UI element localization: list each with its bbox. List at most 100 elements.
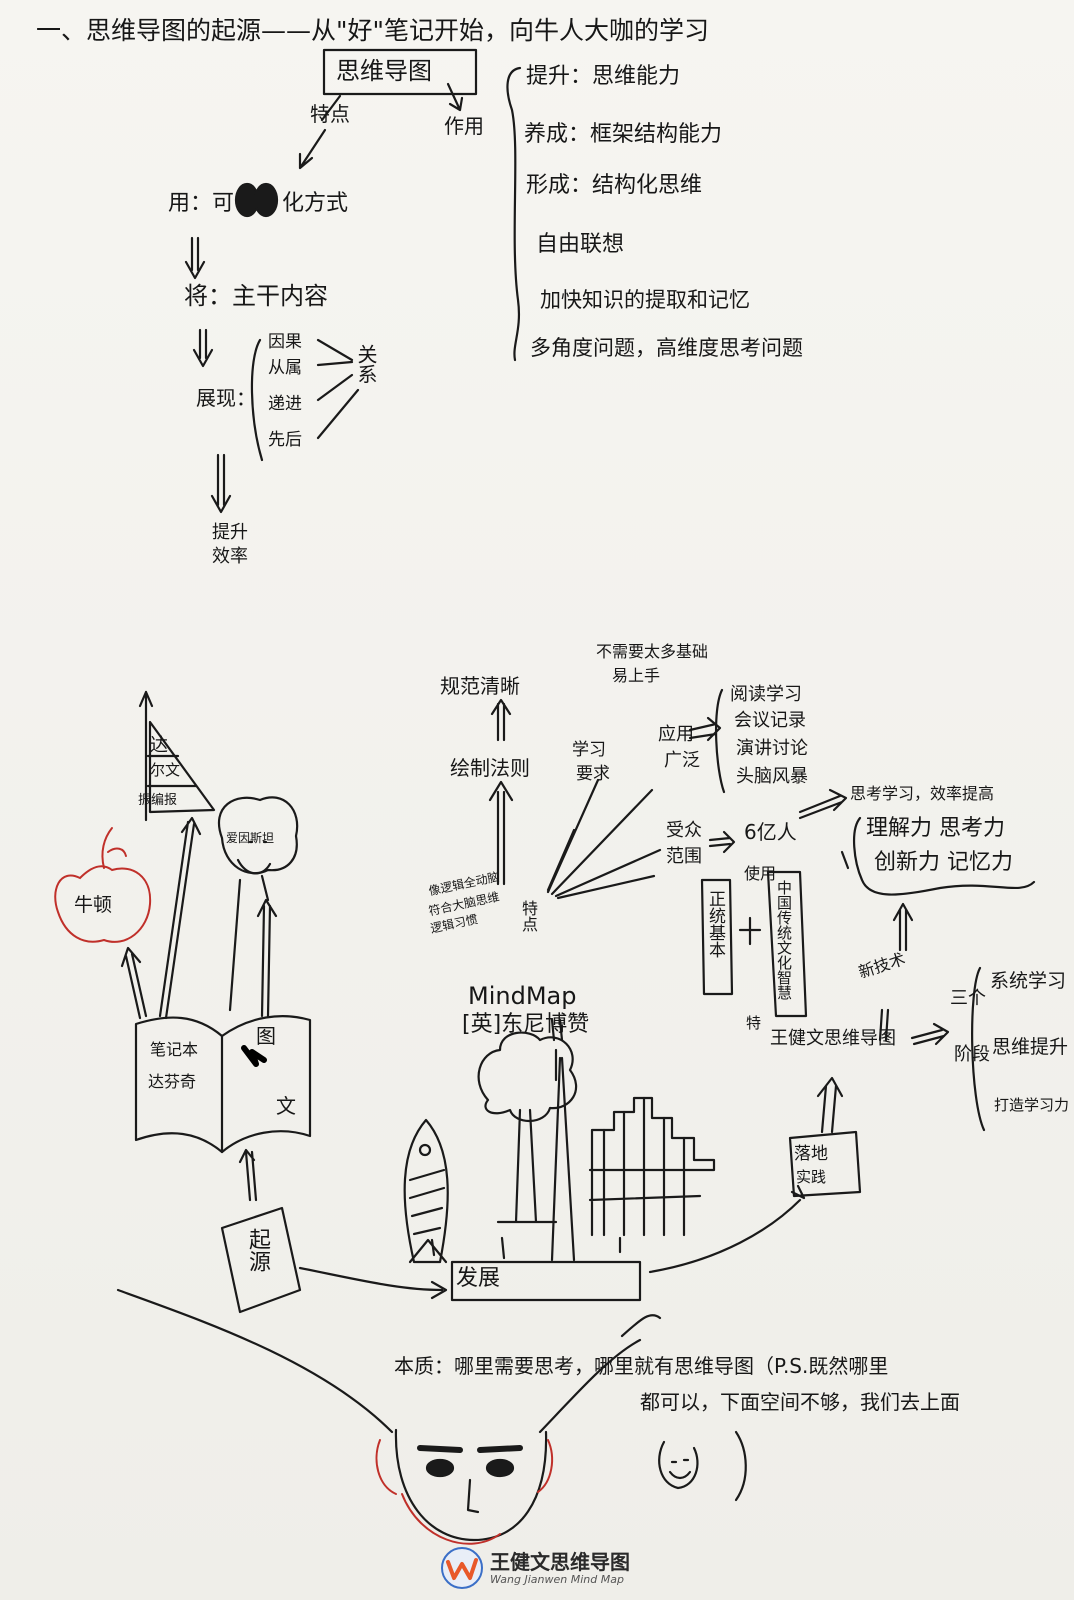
pyramid-text: 振编报 [138,793,178,808]
learning-text: 学习 [572,740,606,760]
down-arrow-2 [192,328,214,368]
building-icon [588,1096,716,1237]
apply-item: 阅读学习 [730,684,802,705]
visualize-text: 化方式 [282,191,349,216]
feature-arrows [546,778,662,900]
down-arrow-3 [210,453,232,514]
people-count: 6亿人 [744,820,797,844]
face-ear-left [375,1439,397,1495]
landing-text: 落地 [794,1144,828,1164]
chinese-culture: 中国传统文化智慧 [775,880,793,1000]
landing-box [788,1130,862,1198]
apply-text: 广泛 [664,750,700,771]
usage-item: 养成：框架结构能力 [524,122,723,147]
davinci-label: 爱因斯坦 [226,831,275,845]
arrow-to-visual [298,128,327,170]
relation-label: 关系 [354,344,378,384]
origin-to-develop-arrow [298,1266,448,1300]
smiley-icon [658,1440,699,1490]
landing-text: 实践 [796,1168,827,1186]
relation-bracket [250,338,264,462]
relation-item: 递进 [268,394,302,414]
arrange-text: 将：主干内容 [184,282,328,310]
down-arrow-1 [184,236,206,280]
center-topic: 思维导图 [336,57,432,85]
audience-text: 范围 [666,846,702,867]
result-text: 效率 [212,546,248,567]
essence-line1: 本质：哪里需要思考，哪里就有思维导图（P.S.既然哪里 [394,1354,889,1378]
usage-item: 多角度问题，高维度思考问题 [530,336,803,360]
pyramid-text: 达 [150,735,168,756]
center-box [322,48,478,96]
origin-label: 起源 [245,1228,270,1272]
features-col: 特点 [519,900,538,932]
relation-item: 先后 [268,430,302,450]
wang-map: 王健文思维导图 [770,1028,896,1049]
pyramid-axis [138,690,154,822]
stage-item: 打造学习力 [994,1096,1070,1114]
face-line-left [116,1288,394,1434]
abilities-row: 理解力 思考力 [866,816,1005,841]
zheng-box [700,878,734,996]
use-label: 使用 [744,864,777,883]
tower-icon [550,1056,576,1262]
mindmap-en: MindMap [468,982,577,1010]
usage-bracket [506,66,522,362]
result-text: 提升 [212,522,248,543]
relation-item: 因果 [268,332,302,352]
arrow-features [320,94,342,122]
use-text: 用：可 [168,191,235,216]
face-ear-right [537,1439,554,1493]
essence-line2: 都可以，下面空间不够，我们去上面 [640,1390,960,1414]
drawing-rules: 绘制法则 [450,756,530,780]
think-improve: 思考学习，效率提高 [850,784,995,803]
norms-label: 规范清晰 [440,674,520,698]
show-text: 展现： [196,386,256,410]
newton-apple-icon [54,865,152,943]
learning-text: 要求 [576,764,610,784]
usage-item: 加快知识的提取和记忆 [540,288,750,312]
open-book [134,1015,312,1154]
apply-bracket [715,688,726,794]
logo-mark-icon [441,1547,483,1589]
book-left-text: 笔记本 [150,1040,199,1059]
culture-box [766,870,808,1018]
relation-lines [316,338,360,440]
usage-item: 形成：结构化思维 [526,173,703,198]
usage-label: 作用 [444,114,484,138]
face-outline [394,1428,548,1542]
apply-item: 会议记录 [734,710,806,731]
fish-skeleton-icon [403,1118,449,1264]
stage-item: 思维提升 [992,1036,1069,1058]
zheng-label: 正统基本 [705,890,725,958]
tree-icon [477,1031,578,1123]
arrow-to-pyramid [158,816,202,1020]
apply-item: 演讲讨论 [736,738,808,759]
brand-logo: 王健文思维导图 Wang Jianwen Mind Map [438,1542,668,1592]
three-stages: 阶段 [954,1044,990,1065]
newton-label: 牛顿 [74,894,113,916]
stage-item: 系统学习 [990,970,1067,992]
audience-text: 受众 [666,820,702,841]
page-heading: 一、思维导图的起源——从"好"笔记开始，向牛人大咖的学习 [36,16,710,45]
book-right-bottom: 文 [276,1094,296,1118]
relation-item: 从属 [268,358,302,378]
arrow-usage [446,82,464,112]
face-line-right [538,1338,642,1434]
develop-box [450,1260,642,1302]
three-stages: 三个 [950,988,986,1009]
develop-to-landing-arrow [648,1184,806,1274]
book-left-text: 达芬奇 [148,1072,197,1091]
brand-subtitle: Wang Jianwen Mind Map [490,1573,624,1586]
features-label: 特点 [310,102,350,126]
no-basis-text: 不需要太多基础 [596,642,709,661]
abilities-bracket [852,816,1036,896]
apply-item: 头脑风暴 [736,766,808,787]
book-right-top: 图 [256,1024,276,1048]
usage-item: 自由联想 [536,232,625,257]
brand-name: 王健文思维导图 [490,1550,630,1574]
tony-label: [英]东尼博赞 [462,1012,590,1037]
stages-bracket [971,966,986,1132]
